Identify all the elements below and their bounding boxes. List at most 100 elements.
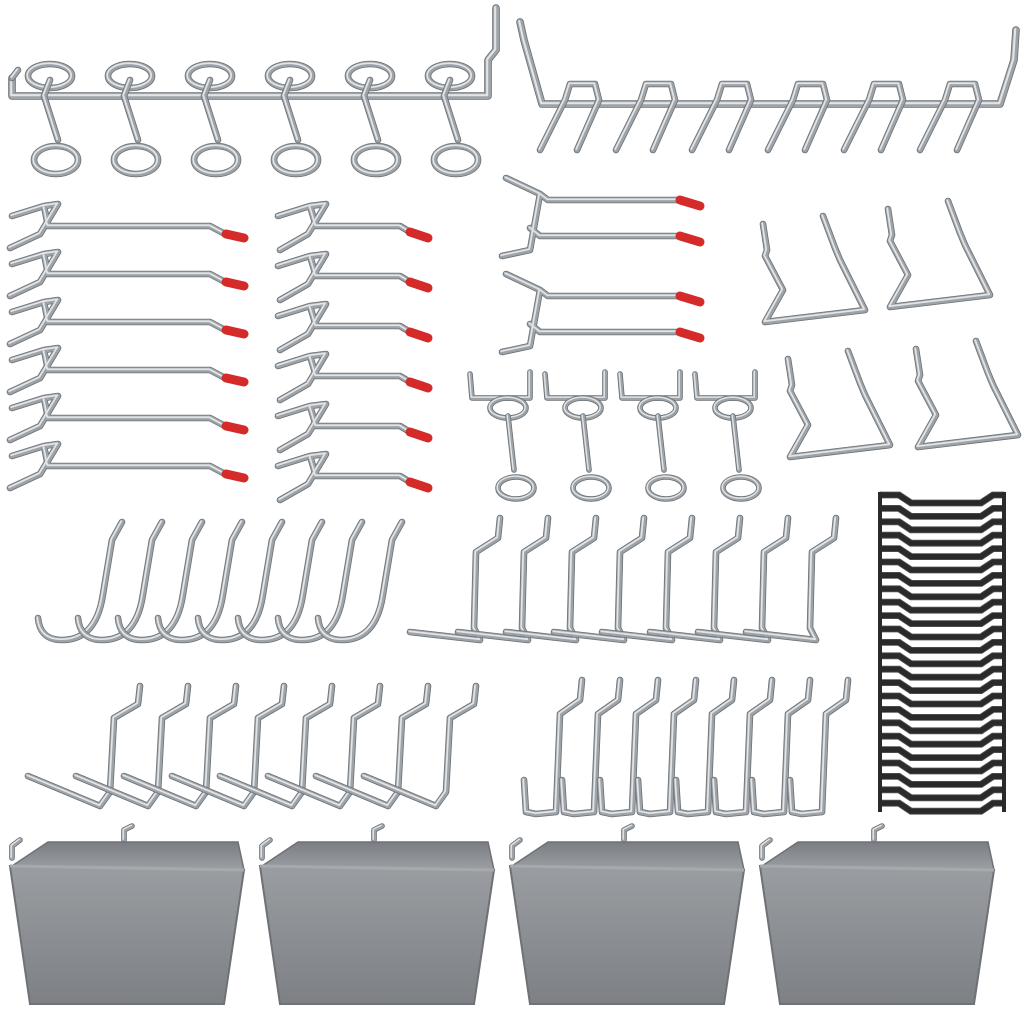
bin-clip bbox=[371, 823, 385, 843]
straight-hook-short-wire bbox=[274, 300, 414, 354]
locking-clip bbox=[879, 692, 1005, 708]
curved-j-hook bbox=[34, 518, 126, 644]
storage-bins-group bbox=[8, 823, 996, 1005]
u-j-wire bbox=[748, 676, 814, 818]
l-hook-large bbox=[742, 514, 840, 644]
u-j-hook bbox=[634, 676, 700, 818]
bin-rim bbox=[9, 864, 245, 872]
ring-rack-bar bbox=[8, 4, 500, 100]
l-hook-large bbox=[454, 514, 552, 644]
bin-front bbox=[758, 864, 996, 1005]
double-prong-hook bbox=[498, 270, 705, 356]
straight-hook-short-wire bbox=[274, 400, 414, 454]
red-cap bbox=[221, 469, 249, 483]
storage-bin bbox=[258, 823, 496, 1005]
u-j-wire bbox=[634, 676, 700, 818]
locking-clip bbox=[879, 679, 1005, 694]
curved-j-hook bbox=[314, 518, 406, 644]
u-rack-prongs bbox=[536, 80, 603, 154]
l-hook-large-wire bbox=[742, 514, 840, 644]
curved-j-hook bbox=[114, 518, 206, 644]
locking-clip bbox=[879, 639, 1005, 654]
red-cap bbox=[405, 377, 433, 393]
l-hook-large-wire bbox=[502, 514, 600, 644]
curved-j-hook bbox=[274, 518, 366, 644]
ring-hook-rack bbox=[8, 4, 500, 178]
angled-holder bbox=[759, 212, 869, 326]
locking-clip bbox=[879, 652, 1005, 668]
ring-rack-bottom-ring bbox=[350, 142, 402, 178]
locking-clip bbox=[879, 545, 1005, 560]
ring-rack-bottom-ring bbox=[190, 142, 242, 178]
double-prong-hooks-group bbox=[498, 174, 705, 356]
straight-hook-short-wire bbox=[274, 250, 414, 304]
locking-clip bbox=[879, 518, 1005, 534]
angled-holder bbox=[912, 337, 1022, 451]
l-hook-medium bbox=[312, 682, 432, 810]
ring-rack-bottom-ring bbox=[30, 142, 82, 178]
l-hook-large-wire bbox=[406, 514, 504, 644]
u-rack-hook bbox=[840, 80, 907, 154]
u-rack-hook bbox=[916, 80, 983, 154]
locking-clip bbox=[879, 585, 1005, 601]
locking-clip bbox=[879, 773, 1005, 788]
locking-clip bbox=[879, 612, 1005, 627]
bin-clip bbox=[759, 837, 773, 861]
locking-clip bbox=[879, 531, 1005, 547]
u-j-wire bbox=[710, 676, 776, 818]
straight-hook-short-wire bbox=[274, 350, 414, 404]
curved-j-hook bbox=[194, 518, 286, 644]
angled-holder bbox=[884, 197, 994, 311]
u-rack-hook bbox=[764, 80, 831, 154]
ring-rack-stem bbox=[120, 76, 142, 144]
red-cap bbox=[221, 277, 249, 291]
locking-clip bbox=[879, 732, 1005, 748]
red-cap bbox=[405, 477, 433, 493]
bin-clip bbox=[509, 837, 523, 861]
ring-rack-end bbox=[8, 66, 22, 82]
double-prong-hook bbox=[498, 174, 705, 260]
locking-clip bbox=[879, 799, 1005, 815]
locking-clip bbox=[879, 706, 1005, 721]
curved-j-wire bbox=[154, 518, 246, 644]
straight-hook-short bbox=[274, 400, 433, 454]
ring-holder-top-wire bbox=[467, 369, 533, 401]
locking-clips-strip bbox=[878, 491, 1006, 815]
u-rack-hook bbox=[536, 80, 603, 154]
locking-clip bbox=[879, 759, 1005, 775]
curved-j-wire bbox=[314, 518, 406, 644]
ring-holder-stem bbox=[505, 413, 517, 473]
u-j-hooks-group bbox=[520, 676, 852, 818]
red-cap bbox=[675, 195, 705, 211]
bin-front bbox=[8, 864, 246, 1005]
u-rack-hook bbox=[688, 80, 755, 154]
u-j-hook bbox=[786, 676, 852, 818]
straight-hook-long-wire bbox=[6, 344, 229, 396]
ring-holder-stem bbox=[655, 413, 667, 473]
u-j-hook bbox=[520, 676, 586, 818]
ring-holder-bottom-ring bbox=[720, 474, 762, 502]
l-hook-medium bbox=[264, 682, 384, 810]
locking-clip bbox=[879, 786, 1005, 802]
angled-holders-group bbox=[759, 197, 1022, 461]
straight-hook-short-wire bbox=[274, 450, 414, 504]
ring-rack-hook bbox=[24, 60, 82, 178]
red-cap bbox=[405, 227, 433, 243]
u-j-hook bbox=[558, 676, 624, 818]
bin-rim bbox=[259, 864, 495, 872]
ring-rack-hook bbox=[424, 60, 482, 178]
locking-clip-spine bbox=[878, 492, 1006, 812]
curved-j-wire bbox=[274, 518, 366, 644]
l-hook-medium-wire bbox=[168, 682, 288, 810]
l-hooks-large-group bbox=[406, 514, 840, 644]
l-hook-medium-wire bbox=[24, 682, 144, 810]
u-j-wire bbox=[558, 676, 624, 818]
u-j-wire bbox=[520, 676, 586, 818]
ring-rack-hook bbox=[104, 60, 162, 178]
straight-hook-long-wire bbox=[6, 248, 229, 300]
locking-clip bbox=[879, 505, 1005, 520]
bin-front bbox=[508, 864, 746, 1005]
straight-hook-short bbox=[274, 300, 433, 354]
ring-holder-stem bbox=[730, 413, 742, 473]
l-hook-large-wire bbox=[694, 514, 792, 644]
